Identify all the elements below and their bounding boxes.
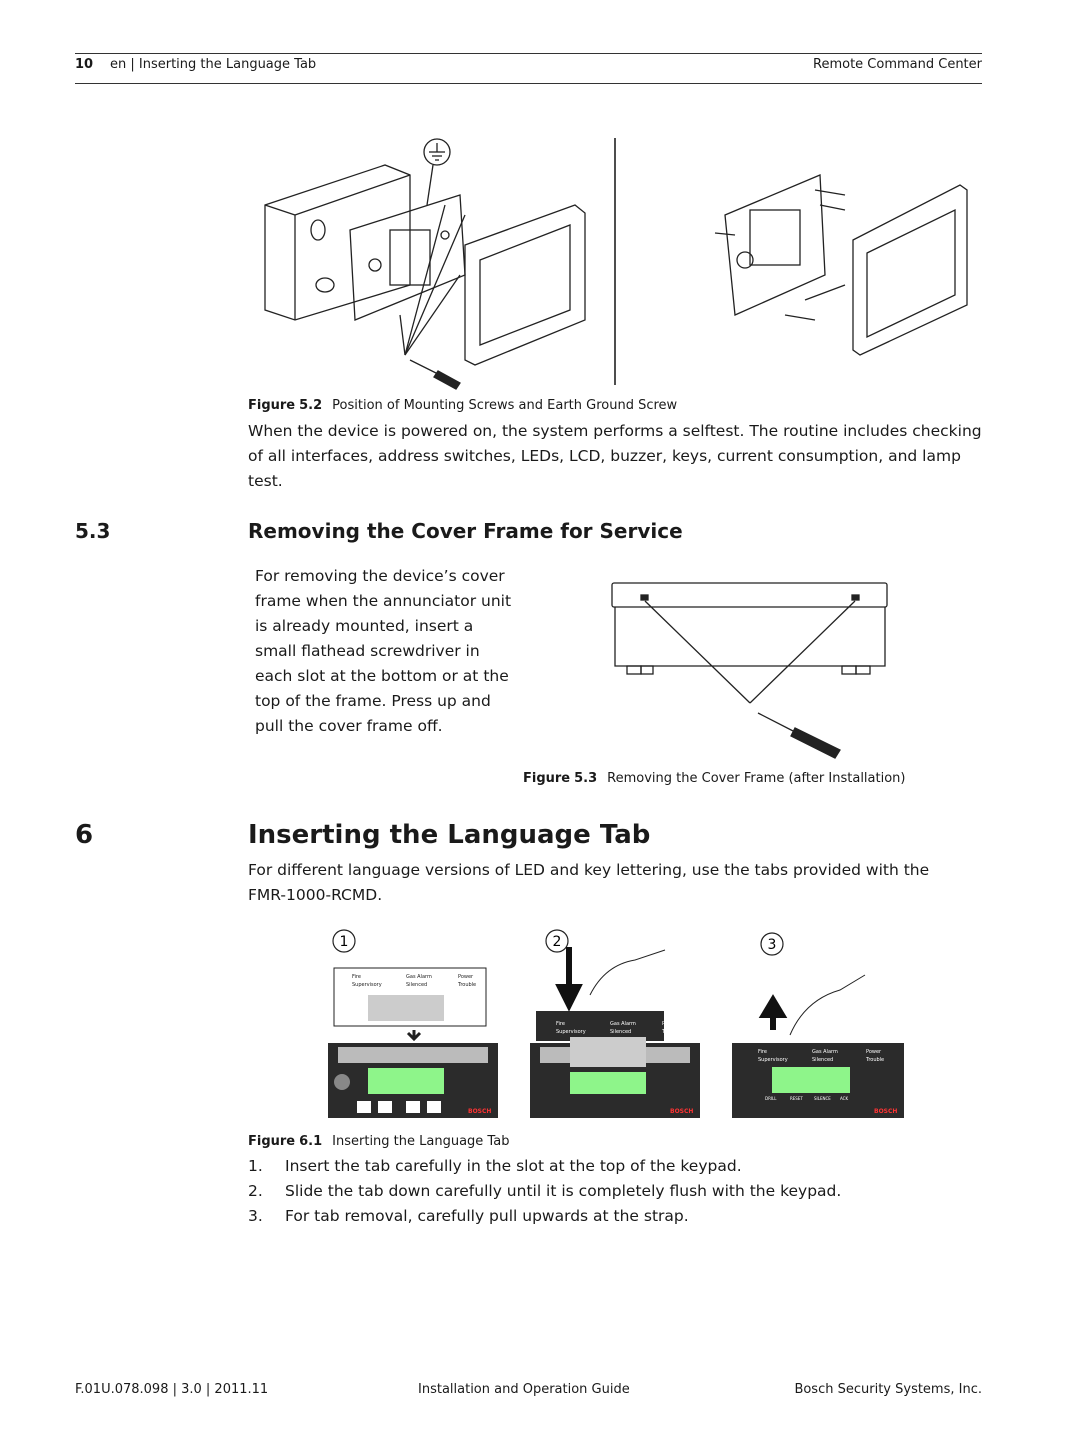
running-header-section: en | Inserting the Language Tab bbox=[110, 57, 317, 72]
brand-1: BOSCH bbox=[468, 1108, 491, 1115]
led-label-trouble: Trouble bbox=[865, 1057, 884, 1063]
chapter-6-number: 6 bbox=[75, 820, 94, 850]
figure-5-3-illustration bbox=[611, 582, 888, 759]
section-5-3-title: Removing the Cover Frame for Service bbox=[248, 519, 683, 543]
figure-caption-text: Removing the Cover Frame (after Installa… bbox=[607, 771, 906, 786]
led-label-trouble: Trouble bbox=[457, 982, 476, 988]
led-label-gas-alarm: Gas Alarm bbox=[406, 974, 432, 980]
led-label-supervisory: Supervisory bbox=[758, 1057, 788, 1063]
step-text: Slide the tab down carefully until it is… bbox=[285, 1182, 842, 1200]
step-text: For tab removal, carefully pull upwards … bbox=[285, 1207, 689, 1225]
led-label-gas-alarm: Gas Alarm bbox=[610, 1021, 636, 1027]
figure-label: Figure bbox=[523, 771, 571, 786]
brand-3: BOSCH bbox=[874, 1108, 897, 1115]
page-number: 10 bbox=[75, 57, 94, 72]
selftest-paragraph: When the device is powered on, the syste… bbox=[248, 422, 982, 490]
key-label-ack: ACK bbox=[840, 1096, 848, 1101]
figure-number: 6.1 bbox=[299, 1134, 323, 1149]
header-top-rule bbox=[75, 53, 982, 54]
led-label-supervisory: Supervisory bbox=[352, 982, 382, 988]
led-label-fire: Fire bbox=[352, 974, 361, 980]
list-item: 3. For tab removal, carefully pull upward… bbox=[248, 1204, 841, 1229]
led-label-fire: Fire bbox=[556, 1021, 565, 1027]
panel-number-3: 3 bbox=[768, 937, 777, 953]
led-label-gas-alarm: Gas Alarm bbox=[812, 1049, 838, 1055]
figure-number: 5.3 bbox=[574, 771, 598, 786]
chapter-6-title: Inserting the Language Tab bbox=[248, 820, 651, 850]
brand-2: BOSCH bbox=[670, 1108, 693, 1115]
keypad-panel-3: Fire Gas Alarm Power Supervisory Silence… bbox=[732, 974, 904, 1118]
chapter-6-intro: For different language versions of LED a… bbox=[248, 861, 930, 904]
footer-doc-title: Installation and Operation Guide bbox=[418, 1382, 630, 1397]
key-label-silence: SILENCE bbox=[814, 1096, 831, 1101]
figure-caption-text: Inserting the Language Tab bbox=[332, 1134, 510, 1149]
figure-6-1-illustration: 1 2 3 Fire Gas Alarm Power Supervisory S… bbox=[328, 929, 904, 1118]
section-5-3-number: 5.3 bbox=[75, 519, 111, 543]
led-label-silenced: Silenced bbox=[610, 1029, 631, 1035]
key-label-reset: RESET bbox=[790, 1096, 803, 1101]
panel-number-1: 1 bbox=[340, 934, 349, 950]
header-bottom-rule bbox=[75, 83, 982, 84]
led-label-silenced: Silenced bbox=[812, 1057, 833, 1063]
step-text: Insert the tab carefully in the slot at … bbox=[285, 1157, 742, 1175]
figure-label: Figure bbox=[248, 1134, 296, 1149]
figure-number: 5.2 bbox=[299, 398, 323, 413]
keypad-panel-1: Fire Gas Alarm Power Supervisory Silence… bbox=[328, 967, 498, 1118]
led-label-trouble: Trouble bbox=[661, 1029, 680, 1035]
section-5-3-text: For removing the device’s cover frame wh… bbox=[255, 567, 512, 735]
footer-company: Bosch Security Systems, Inc. bbox=[794, 1382, 982, 1397]
led-label-power: Power bbox=[866, 1049, 882, 1055]
footer-doc-id: F.01U.078.098 | 3.0 | 2011.11 bbox=[75, 1382, 269, 1397]
step-number: 2. bbox=[248, 1182, 263, 1200]
panel-number-2: 2 bbox=[553, 934, 562, 950]
led-label-supervisory: Supervisory bbox=[556, 1029, 586, 1035]
led-label-silenced: Silenced bbox=[406, 982, 427, 988]
list-item: 1. Insert the tab carefully in the slot a… bbox=[248, 1154, 841, 1179]
led-label-power: Power bbox=[458, 974, 474, 980]
step-number: 3. bbox=[248, 1207, 263, 1225]
figure-label: Figure bbox=[248, 398, 296, 413]
list-item: 2. Slide the tab down carefully until it … bbox=[248, 1179, 841, 1204]
running-header-product: Remote Command Center bbox=[813, 57, 982, 72]
steps-list: 1. Insert the tab carefully in the slot a… bbox=[248, 1154, 841, 1229]
step-number: 1. bbox=[248, 1157, 263, 1175]
figure-5-2-illustration bbox=[264, 138, 968, 390]
led-label-fire: Fire bbox=[758, 1049, 767, 1055]
figure-caption-text: Position of Mounting Screws and Earth Gr… bbox=[332, 398, 678, 413]
key-label-drill: DRILL bbox=[765, 1096, 777, 1101]
keypad-panel-2: Fire Gas Alarm Power Supervisory Silence… bbox=[530, 947, 700, 1118]
led-label-power: Power bbox=[662, 1021, 678, 1027]
